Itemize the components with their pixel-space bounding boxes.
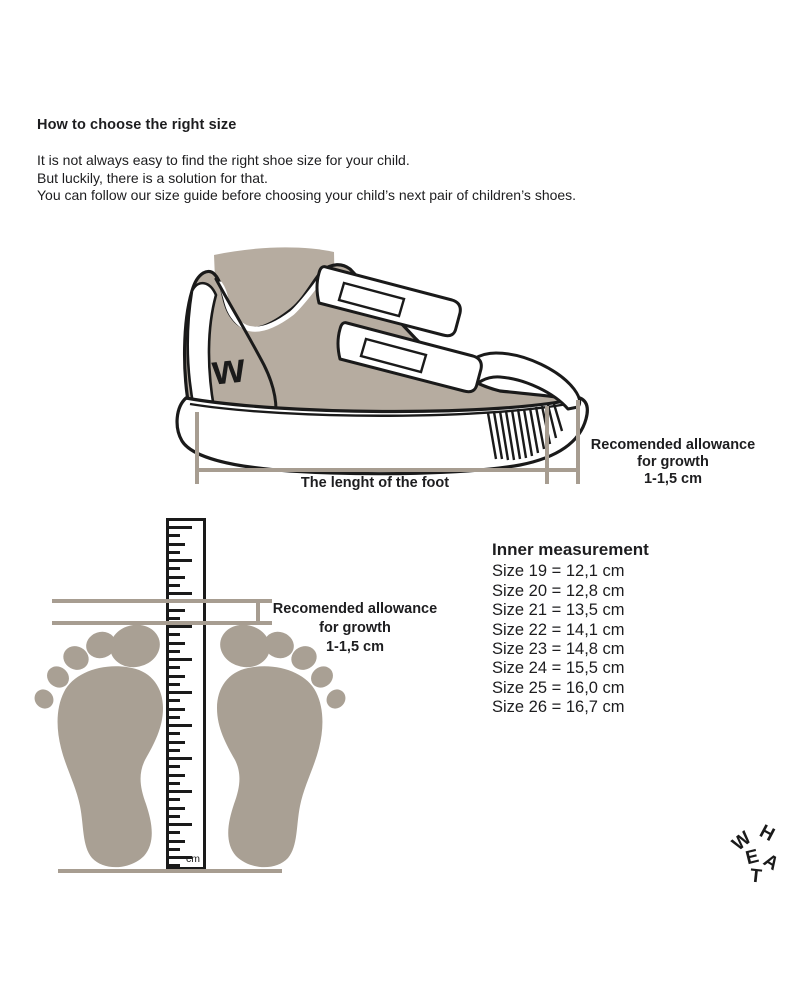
allowance-top-line [52,599,272,603]
allowance-bottom-line [52,621,272,625]
ruler-tick [169,765,180,769]
velcro-strap-2-stitch [359,337,428,374]
ruler-tick [169,542,185,546]
ruler-tick [169,699,180,703]
velcro-strap-1 [315,265,462,338]
note-line: Recomended allowance [272,601,438,617]
size-table-title: Inner measurement [492,540,649,559]
note-line: 1-1,5 cm [643,471,703,487]
ruler-tick [169,674,185,678]
footprint-right [216,620,350,868]
ruler-tick [169,806,185,810]
ruler-tick [169,732,180,736]
footprint-left [30,620,164,868]
foot-length-line [196,468,580,472]
shoe-illustration: w [175,247,589,476]
ruler-unit-label: cm [186,853,200,865]
ruler-tick [169,567,180,571]
ruler-tick [169,781,180,785]
size-row: Size 24 = 15,5 cm [492,659,625,678]
intro-line: It is not always easy to find the right … [37,152,410,168]
ruler-tick [169,790,192,793]
size-row: Size 25 = 16,0 cm [492,678,625,697]
ruler: cm [166,518,206,870]
ruler-tick [169,526,192,529]
ruler-tick [169,707,185,711]
ruler-tick [169,649,180,653]
intro-paragraph: It is not always easy to find the right … [37,152,576,205]
wheat-logo-letter-t: T [748,865,763,888]
note-line: for growth [637,454,709,470]
size-row: Size 26 = 16,7 cm [492,698,625,717]
ruler-tick [169,715,180,719]
ruler-tick [169,658,192,661]
foot-length-tick-right [576,400,580,484]
size-row: Size 22 = 14,1 cm [492,620,625,639]
ruler-tick [169,864,180,868]
allowance-connector [256,599,260,625]
ruler-tick [169,666,180,670]
heel-patch [186,281,218,411]
ruler-tick [169,608,185,612]
ruler-tick [169,740,185,744]
ruler-tick [169,847,180,851]
ruler-tick [169,724,192,727]
ruler-tick [169,592,192,595]
floor-baseline [58,869,282,873]
note-line: 1-1,5 cm [325,639,385,655]
ruler-tick [169,691,192,694]
ruler-tick [169,814,180,818]
ruler-tick [169,625,192,628]
note-line: Recomended allowance [590,437,756,453]
size-table: Inner measurement Size 19 = 12,1 cm Size… [492,540,649,718]
intro-line: But luckily, there is a solution for tha… [37,169,268,186]
wheat-logo-letter-a: A [759,849,783,876]
wheat-logo-letter-h: H [755,821,778,846]
size-row: Size 19 = 12,1 cm [492,562,625,581]
ruler-tick [169,583,180,587]
ruler-tick [169,641,185,645]
ruler-tick [169,633,180,637]
sole-hatching [486,403,564,461]
foot-length-tick-left [195,412,199,484]
note-line: for growth [319,620,391,636]
page-title: How to choose the right size [37,117,237,133]
size-row: Size 23 = 14,8 cm [492,640,625,659]
shoe-heel-logo: w [209,344,248,394]
ruler-tick [169,831,180,835]
ruler-tick [169,559,192,562]
ruler-tick [169,798,180,802]
ruler-tick [169,682,180,686]
ruler-tick [169,839,185,843]
ruler-tick [169,616,180,620]
size-row: Size 20 = 12,8 cm [492,581,625,600]
velcro-strap-1-stitch [337,281,406,318]
growth-allowance-note-ruler: Recomended allowance for growth 1-1,5 cm [272,600,438,657]
ruler-tick [169,773,185,777]
collar-trim [217,273,326,332]
intro-line: You can follow our size guide before cho… [37,187,577,203]
ruler-tick [169,550,180,554]
ruler-tick [169,856,192,859]
ruler-tick [169,757,192,760]
foot-length-label: The lenght of the foot [300,475,450,491]
ruler-tick [169,534,180,538]
ruler-tick [169,823,192,826]
heel-swoosh-line [214,277,278,412]
ruler-tick [169,748,180,752]
growth-allowance-note-shoe: Recomended allowance for growth 1-1,5 cm [583,437,763,488]
size-row: Size 21 = 13,5 cm [492,601,625,620]
ruler-tick [169,575,185,579]
foot-length-tick-middle [545,406,549,484]
